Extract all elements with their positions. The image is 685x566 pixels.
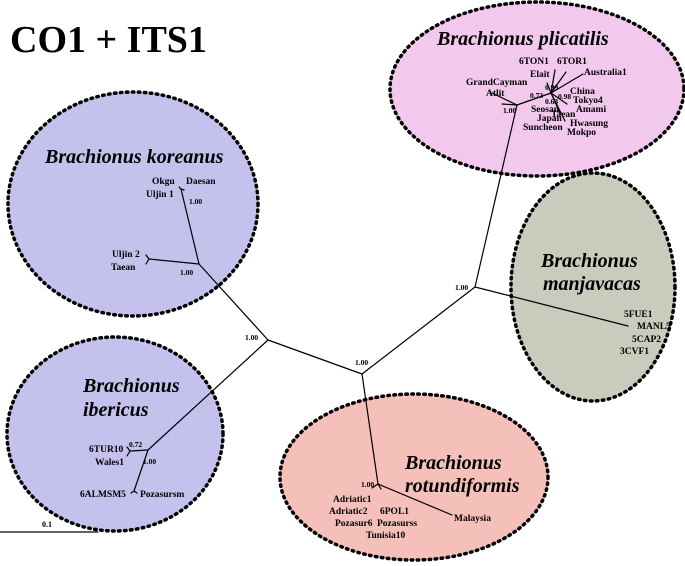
support-value: 1.00 xyxy=(503,106,516,115)
branch-koreanus-upper xyxy=(180,188,200,265)
support-value: 1.00 xyxy=(455,283,468,292)
branch-malaysia xyxy=(377,483,453,516)
branch-atlit xyxy=(501,103,518,106)
branch-uljin2 xyxy=(145,254,150,260)
branch-to-rotundiformis xyxy=(361,373,379,485)
tree-branches xyxy=(126,69,629,516)
taxon-label: Uljin 1 xyxy=(146,190,174,200)
branch-wales1 xyxy=(126,450,131,457)
branch-6tur10 xyxy=(126,446,131,452)
taxon-label: Mokpo xyxy=(567,128,596,138)
taxon-label: 5FUE1 xyxy=(624,310,653,320)
ibericus-clade-label-line1: Brachionus xyxy=(82,375,180,397)
support-value: 1.00 xyxy=(180,268,193,277)
branch-australia1 xyxy=(550,73,584,94)
branch-pozasursm xyxy=(133,490,138,494)
taxon-label: Tokyo4 xyxy=(573,96,603,106)
taxon-label: Taean xyxy=(111,263,136,273)
branch-to-ibericus xyxy=(147,339,269,451)
support-value: 0.63 xyxy=(545,97,558,106)
taxon-label: Uljin 2 xyxy=(112,250,140,260)
manjavacas-clade-label-line1: Brachionus xyxy=(540,250,638,272)
branch-to-koreanus xyxy=(198,263,269,341)
branch-elait xyxy=(546,82,552,94)
support-value: 1.00 xyxy=(245,333,258,342)
support-value: 1.00 xyxy=(143,457,156,466)
branch-to-manjavacas xyxy=(474,286,629,327)
taxon-label: 6TON1 xyxy=(519,57,549,67)
support-value: 1.00 xyxy=(361,480,374,489)
branch-daesan xyxy=(180,188,185,191)
support-value: 0.72 xyxy=(129,440,142,449)
scale-bar-label: 0.1 xyxy=(42,520,52,529)
taxon-label: 6TUR10 xyxy=(89,445,124,455)
branch-taean xyxy=(145,258,150,265)
branch-6tor1 xyxy=(550,71,567,94)
branch-japan xyxy=(550,92,561,114)
taxon-label: 6ALMSM5 xyxy=(80,490,126,500)
backbone-branch xyxy=(267,339,363,375)
branch-adriatic xyxy=(371,483,379,489)
taxon-label: Suncheon xyxy=(523,123,563,133)
taxon-label: Atlit xyxy=(486,89,505,99)
taxon-label: Malaysia xyxy=(454,514,491,524)
branch-tokyo4 xyxy=(550,92,568,105)
taxon-label: 5CAP2 xyxy=(632,335,661,345)
branch-ibericus-upper xyxy=(129,449,149,452)
taxon-label: Adriatic1 xyxy=(333,495,372,505)
taxon-label: Pozasurss xyxy=(377,519,417,529)
manjavacas-clade-label-line2: manjavacas xyxy=(543,273,641,295)
taxon-label: 6POL1 xyxy=(380,507,409,517)
taxon-label: MANL5 xyxy=(637,322,671,332)
taxon-label: Amami xyxy=(576,105,606,115)
rotundiformis-clade-label-line1: Brachionus xyxy=(404,452,502,474)
support-value: 1.00 xyxy=(189,197,202,206)
taxon-label: Pozasur6 xyxy=(335,519,373,529)
koreanus-clade-label: Brachionus koreanus xyxy=(44,146,224,168)
branch-koreanus-lower xyxy=(148,258,200,265)
support-value: 0.98 xyxy=(558,92,571,101)
taxon-label: Tunisia10 xyxy=(366,531,406,541)
taxon-label: GrandCayman xyxy=(466,78,528,88)
taxon-label: Adriatic2 xyxy=(329,507,368,517)
taxon-label: 3CVF1 xyxy=(620,347,649,357)
plicatilis-internal-branch xyxy=(516,92,552,106)
taxon-label: Hwasung xyxy=(570,119,608,129)
support-value: 0.73 xyxy=(530,91,543,100)
branch-6ton1 xyxy=(550,69,556,94)
taxon-label: Okgu xyxy=(152,177,175,187)
plicatilis-clade-label: Brachionus plicatilis xyxy=(436,28,609,50)
branch-to-plicatilis xyxy=(474,104,518,288)
diagram-title: CO1 + ITS1 xyxy=(10,19,207,61)
support-value: 1.00 xyxy=(355,358,368,367)
taxon-label: China xyxy=(570,87,595,97)
taxon-label: Wales1 xyxy=(95,458,124,468)
taxon-label: Japan xyxy=(537,114,563,124)
taxon-label: Daesan xyxy=(186,177,216,187)
ibericus-ellipse xyxy=(5,335,225,533)
plicatilis-ellipse xyxy=(388,0,685,178)
manjavacas-ellipse xyxy=(509,171,677,403)
branch-6almsm5 xyxy=(130,490,135,494)
taxon-label: Pozasursm xyxy=(140,490,184,500)
taxon-label: Seosan xyxy=(531,105,560,115)
branch-to-plicatilis-manjavacas xyxy=(361,286,476,375)
taxon-label: Elait xyxy=(530,70,550,80)
rotundiformis-ellipse xyxy=(278,392,550,562)
branch-grandcayman xyxy=(491,92,518,106)
koreanus-ellipse xyxy=(6,90,260,318)
taxon-label: Taean xyxy=(551,110,576,120)
taxon-label: 6TOR1 xyxy=(557,57,587,67)
branch-ibericus-lower xyxy=(133,449,149,492)
rotundiformis-clade-label-line2: rotundiformis xyxy=(405,475,520,497)
support-value: 0.99 xyxy=(545,83,558,92)
taxon-label: Australia1 xyxy=(584,68,627,78)
ibericus-clade-label-line2: ibericus xyxy=(83,399,149,421)
